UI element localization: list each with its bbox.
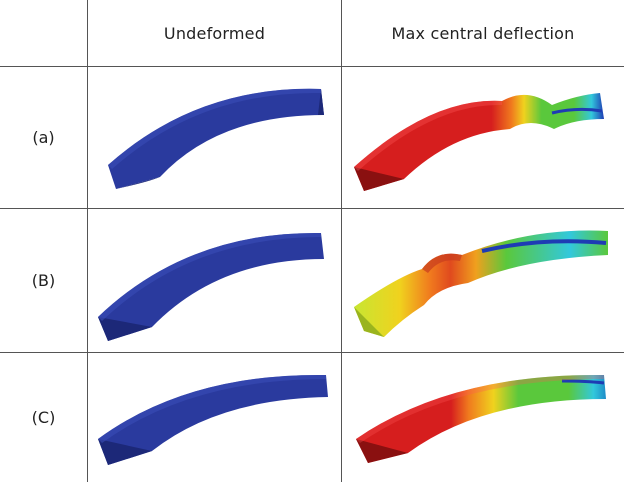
header-max-deflection: Max central deflection	[391, 23, 575, 43]
beam-undeformed-c	[98, 374, 328, 465]
row-label-b: (B)	[31, 271, 56, 290]
grid-divider-row2	[0, 352, 624, 353]
beam-undeformed-a	[108, 88, 324, 189]
cell-b-deflection	[342, 209, 624, 352]
beam-undeformed-b	[98, 232, 324, 341]
cell-a-undeformed	[88, 67, 341, 208]
grid-divider-header	[0, 66, 624, 67]
cell-b-undeformed	[88, 209, 341, 352]
cell-c-undeformed	[88, 353, 341, 482]
header-undeformed: Undeformed	[163, 23, 266, 43]
beam-deflected-c	[356, 374, 606, 463]
row-label-c: (C)	[31, 408, 56, 427]
grid-divider-col2	[341, 0, 342, 482]
grid-divider-col1	[87, 0, 88, 482]
beam-deflected-a	[354, 93, 604, 191]
cell-c-deflection	[342, 353, 624, 482]
cell-a-deflection	[342, 67, 624, 208]
row-label-a: (a)	[32, 128, 55, 147]
grid-divider-row1	[0, 208, 624, 209]
beam-deflected-b	[354, 230, 608, 337]
